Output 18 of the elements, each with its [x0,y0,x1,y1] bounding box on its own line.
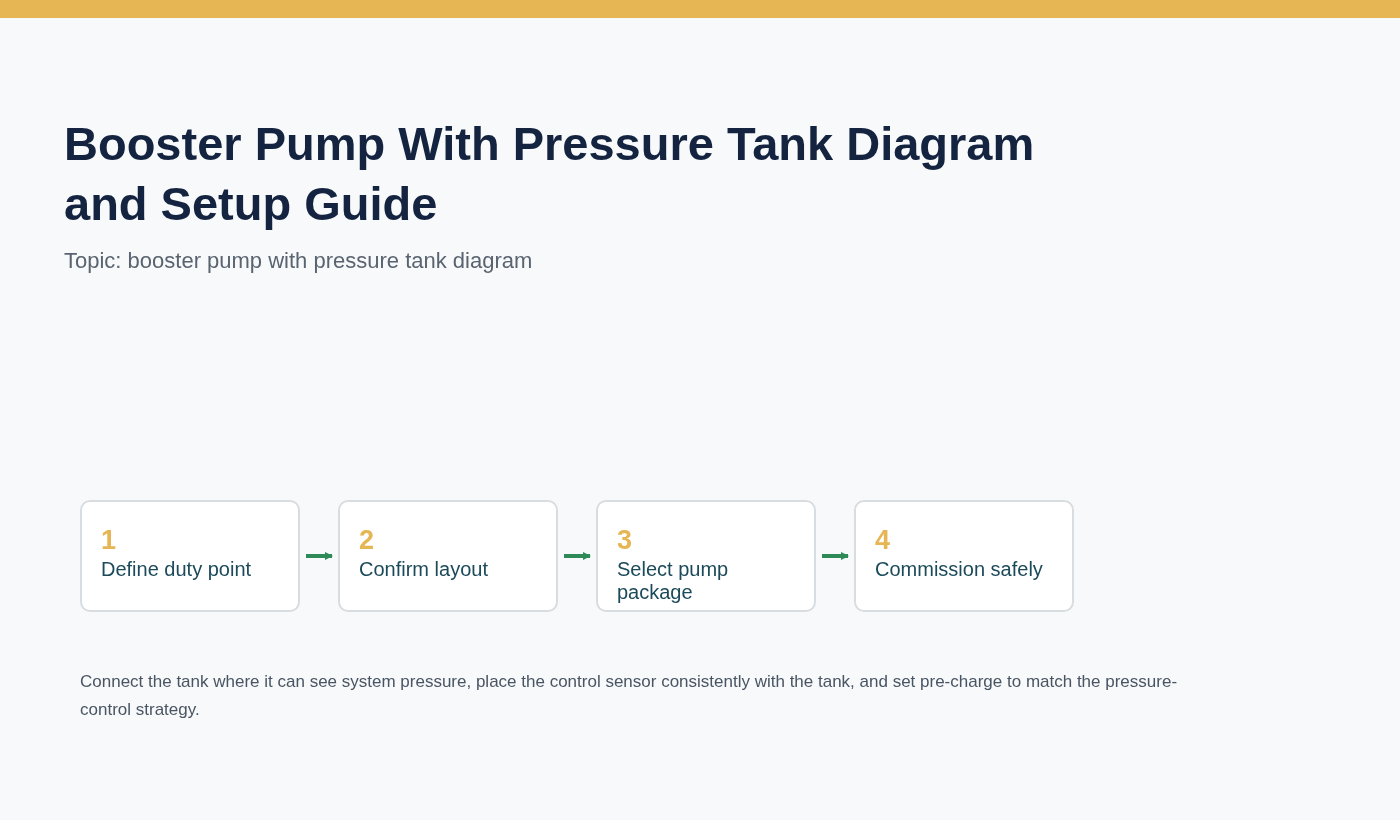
step-number: 4 [875,524,892,556]
arrow [306,552,333,560]
title: Booster Pump With Pressure Tank Diagram and Setup Guide [64,116,1036,232]
step-label: Confirm layout [359,558,489,581]
step-card [596,500,816,612]
step-number: 2 [359,524,376,556]
step-label: Define duty point [101,558,253,581]
step-card [80,500,300,612]
step-card [338,500,558,612]
arrow [564,552,591,560]
subtitle: Topic: booster pump with pressure tank diagram [64,247,533,275]
step-label: Commission safely [875,558,1044,581]
step-number: 1 [101,524,118,556]
arrow [822,552,849,560]
step-label: Select pump package [617,558,730,604]
note-text: Connect the tank where it can see system pressure, place the control sensor consistently with the tank, and set pre-charge to match the pressure-control strategy. [80,671,1179,721]
step-card [854,500,1074,612]
step-number: 3 [617,524,634,556]
